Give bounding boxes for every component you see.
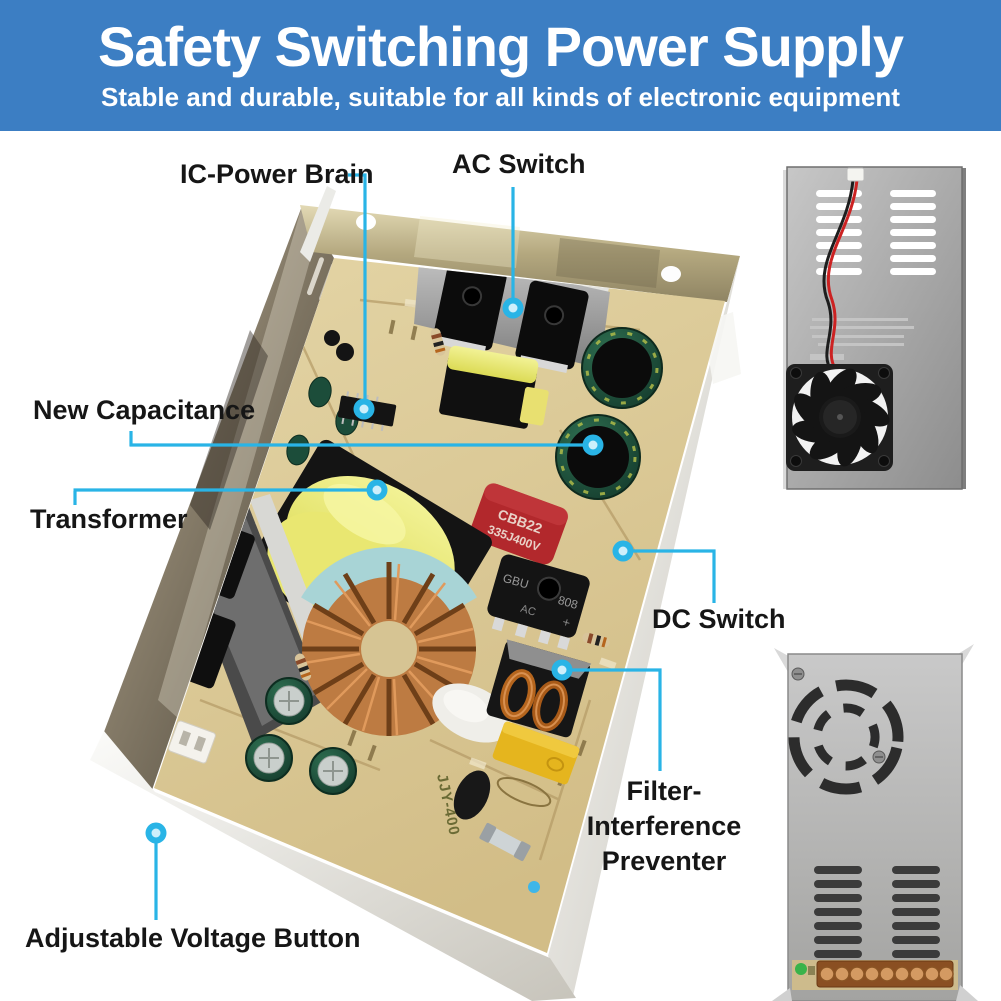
filter-label-line3: Preventer (601, 846, 727, 876)
callout-dot-ac-switch (502, 297, 524, 319)
case-top-panel-photo (772, 644, 978, 1001)
callout-label-adjustable-voltage: Adjustable Voltage Button (25, 923, 361, 953)
bridge-rectifier: GBU 808 AC + (487, 554, 590, 650)
cooling-fan (786, 364, 893, 471)
callout-line-transformer (73, 488, 368, 505)
page-subtitle: Stable and durable, suitable for all kin… (101, 82, 900, 113)
callout-dot-dc-switch (612, 540, 634, 562)
toroid-inductor (301, 547, 477, 736)
case-left-wall (104, 206, 334, 790)
fan-wire-red (826, 179, 859, 371)
callout-dot-new-capacitance (582, 434, 604, 456)
bulk-capacitor-1 (581, 327, 663, 409)
filter-label-line1: Filter- (626, 776, 702, 806)
callout-label-filter-interference-preventer: Filter- Interference Preventer (575, 774, 753, 879)
fan-wire-connector (846, 167, 865, 182)
case-screws (791, 667, 886, 764)
callout-label-dc-switch: DC Switch (652, 604, 786, 634)
callout-line-filter (571, 668, 662, 771)
resistors (294, 328, 610, 681)
case-side-panel-photo (783, 166, 966, 490)
vent-slots (816, 190, 936, 275)
callout-dot-filter (551, 659, 573, 681)
blue-bead (528, 881, 540, 893)
callout-line-new-capacitance (129, 431, 584, 447)
wire-connector (168, 720, 216, 764)
svg-text:808: 808 (556, 593, 579, 612)
callout-dot-adjustable-voltage (145, 822, 167, 844)
fuse (479, 823, 531, 861)
svg-text:+: + (561, 614, 572, 631)
case-back-wall (300, 205, 740, 302)
callout-line-ic-power-brain (348, 173, 367, 400)
callout-dots (145, 297, 634, 844)
callout-label-ac-switch: AC Switch (452, 149, 586, 179)
to92-transistor (453, 770, 491, 820)
case-terminal-strip (772, 960, 978, 1001)
bottom-vent-slots (814, 866, 940, 958)
svg-text:GBU: GBU (501, 571, 530, 592)
callout-line-dc-switch (632, 549, 716, 603)
fan-wire-black (822, 179, 855, 373)
callout-dot-transformer (366, 479, 388, 501)
filter-label-line2: Interference (586, 811, 742, 841)
callout-lines (73, 173, 716, 920)
bulk-capacitor-2 (555, 414, 641, 500)
callout-label-ic-power-brain: IC-Power Brain (180, 159, 374, 189)
callout-label-new-capacitance: New Capacitance (33, 395, 256, 425)
case-right-flange (548, 256, 740, 996)
page-title: Safety Switching Power Supply (98, 14, 904, 78)
yellow-capacitor (492, 721, 580, 785)
output-capacitors (245, 677, 357, 795)
case-bottom-flange (90, 731, 576, 1001)
svg-text:AC: AC (519, 603, 537, 619)
stamped-fan-grille (788, 679, 904, 795)
callout-dot-ic-power-brain (353, 398, 375, 420)
aux-transformer (439, 345, 549, 429)
callout-label-transformer: Transformer (30, 504, 188, 534)
filter-choke (486, 639, 592, 738)
header-banner: Safety Switching Power Supply Stable and… (0, 0, 1001, 131)
